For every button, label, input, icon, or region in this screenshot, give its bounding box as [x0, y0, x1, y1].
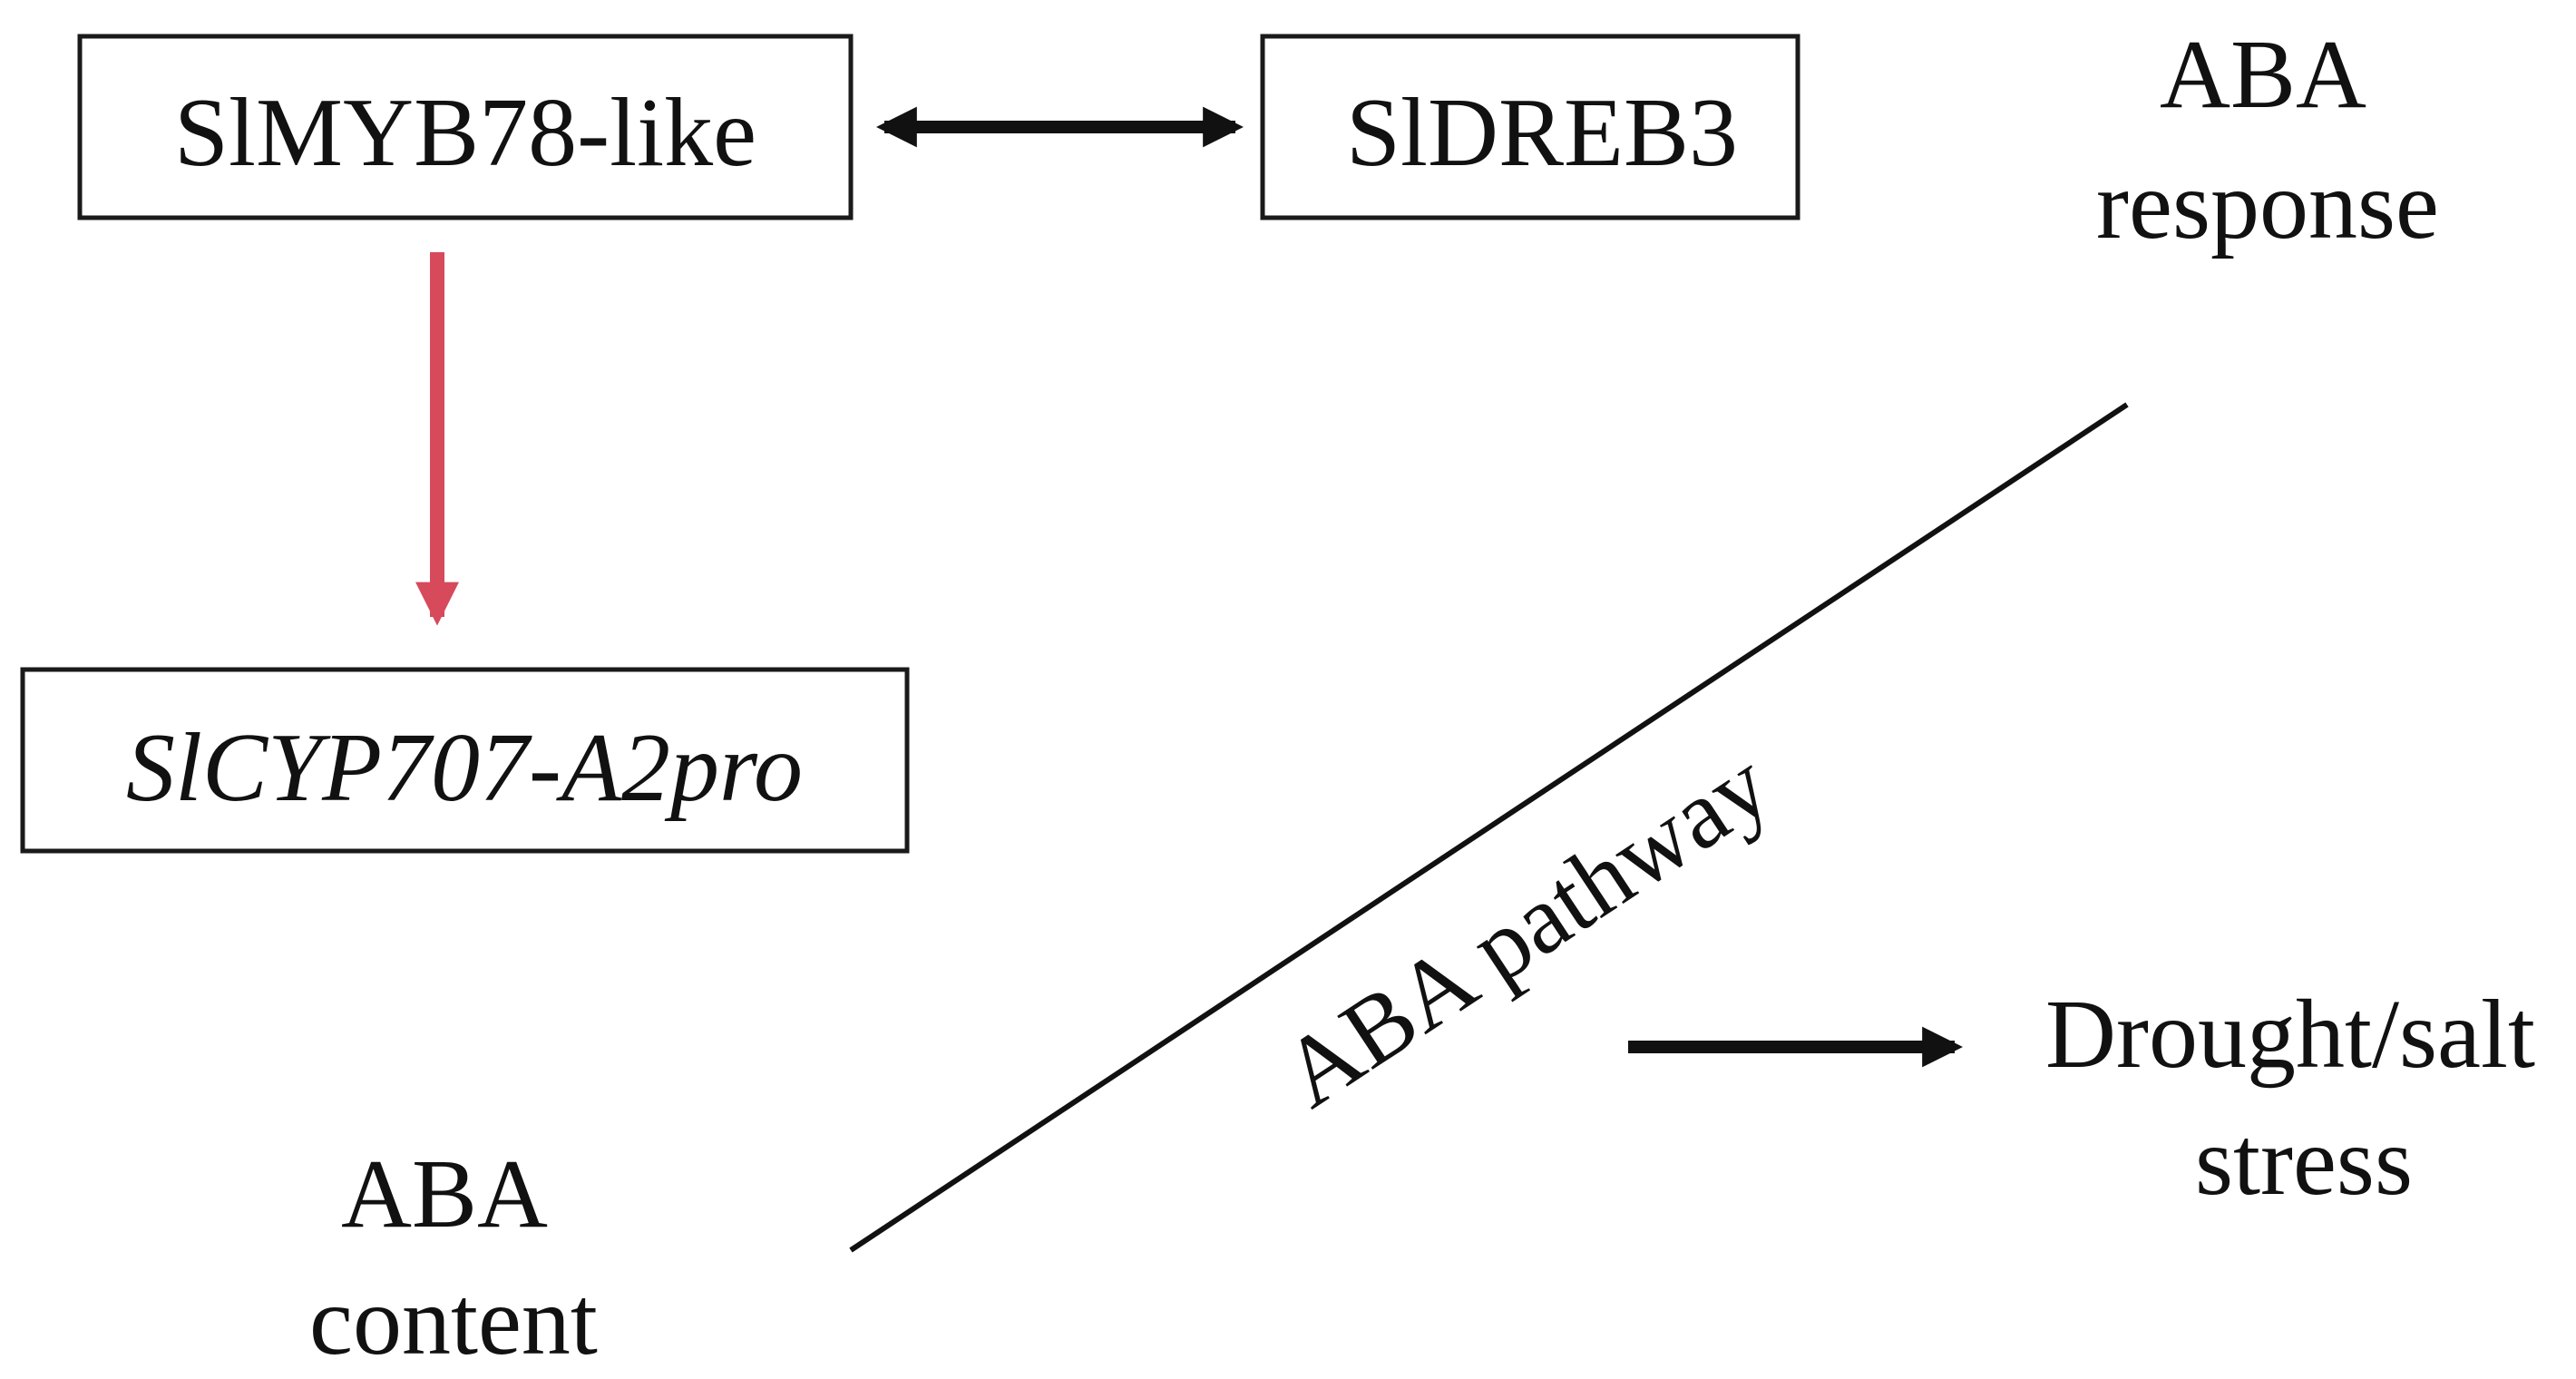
- label-aba-content: ABA content: [309, 1140, 598, 1375]
- node-slcyp707-a2pro-box: [20, 667, 910, 854]
- node-sldreb3-label: SlDREB3: [1346, 79, 1738, 187]
- label-aba-content-line1: ABA: [341, 1140, 548, 1248]
- label-aba-response: ABA response: [2096, 21, 2439, 259]
- label-aba-response-line2: response: [2096, 152, 2439, 259]
- label-aba-content-line2: content: [309, 1267, 598, 1375]
- label-stress-line1: Drought/salt: [2045, 981, 2535, 1089]
- label-stress-line2: stress: [2195, 1108, 2413, 1216]
- node-sldreb3: SlDREB3: [1260, 34, 1800, 220]
- node-slcyp707-a2pro-label: SlCYP707-A2pro: [126, 714, 803, 822]
- label-drought-salt-stress: Drought/salt stress: [2045, 981, 2535, 1216]
- node-slmyb78-like-label: SlMYB78-like: [174, 79, 756, 187]
- node-slmyb78-like-box: [77, 34, 854, 220]
- label-aba-response-line1: ABA: [2160, 21, 2366, 129]
- label-aba-pathway: ABA pathway: [1264, 730, 1788, 1129]
- aba-gradient-line: [849, 402, 2129, 1253]
- node-slmyb78-like: SlMYB78-like: [77, 34, 854, 220]
- node-slcyp707-a2pro: SlCYP707-A2pro: [20, 667, 910, 854]
- node-sldreb3-box: [1260, 34, 1800, 220]
